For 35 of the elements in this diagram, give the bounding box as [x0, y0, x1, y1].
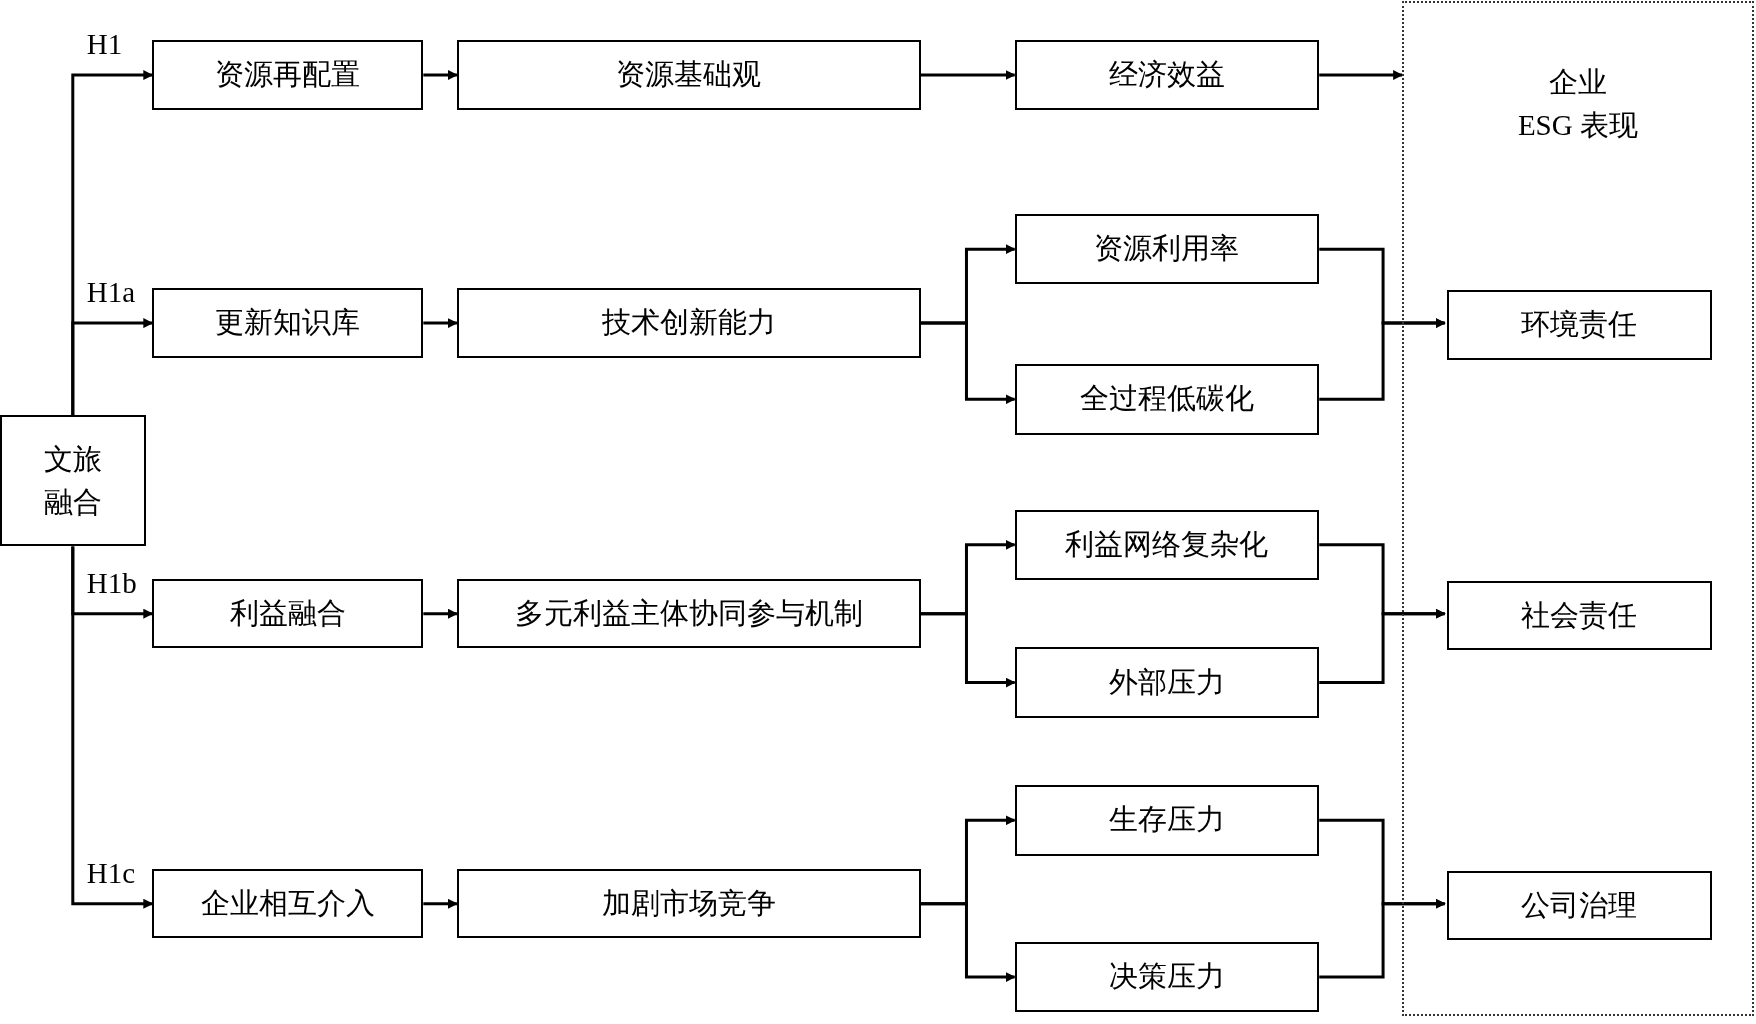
arrow — [1319, 70, 1404, 81]
arrow — [71, 318, 154, 416]
process-box: 决策压力 — [1014, 941, 1320, 1013]
arrow — [423, 608, 458, 619]
dashed-group-box — [1402, 1, 1754, 1016]
arrow — [920, 321, 1016, 405]
arrow — [423, 898, 458, 909]
arrow — [1319, 318, 1446, 401]
arrow — [920, 70, 1016, 81]
process-box: 外部压力 — [1014, 647, 1320, 718]
process-box: 技术创新能力 — [456, 287, 921, 359]
process-box: 利益融合 — [152, 579, 424, 649]
start-box: 文旅融合 — [0, 415, 146, 547]
process-box: 社会责任 — [1446, 580, 1713, 651]
process-box: 资源再配置 — [152, 40, 424, 110]
process-box: 多元利益主体协同参与机制 — [456, 579, 921, 649]
process-box: 企业相互介入 — [152, 869, 424, 939]
process-box: 加剧市场竞争 — [456, 869, 921, 939]
arrow — [1319, 898, 1446, 979]
arrow — [920, 902, 1016, 983]
group-heading: 企业 ESG 表现 — [1516, 65, 1639, 144]
process-box: 全过程低碳化 — [1014, 363, 1320, 435]
arrow — [1319, 608, 1446, 685]
process-box: 利益网络复杂化 — [1014, 509, 1320, 581]
process-box: 环境责任 — [1446, 289, 1713, 361]
arrow — [423, 318, 458, 329]
arrow — [920, 612, 1016, 688]
process-box: 资源基础观 — [456, 40, 921, 110]
process-box: 经济效益 — [1014, 40, 1320, 110]
process-box: 资源利用率 — [1014, 213, 1320, 285]
process-box: 公司治理 — [1446, 871, 1713, 941]
process-box: 生存压力 — [1014, 785, 1320, 856]
arrow — [423, 70, 458, 81]
arrow — [71, 546, 154, 909]
process-box: 更新知识库 — [152, 287, 424, 359]
